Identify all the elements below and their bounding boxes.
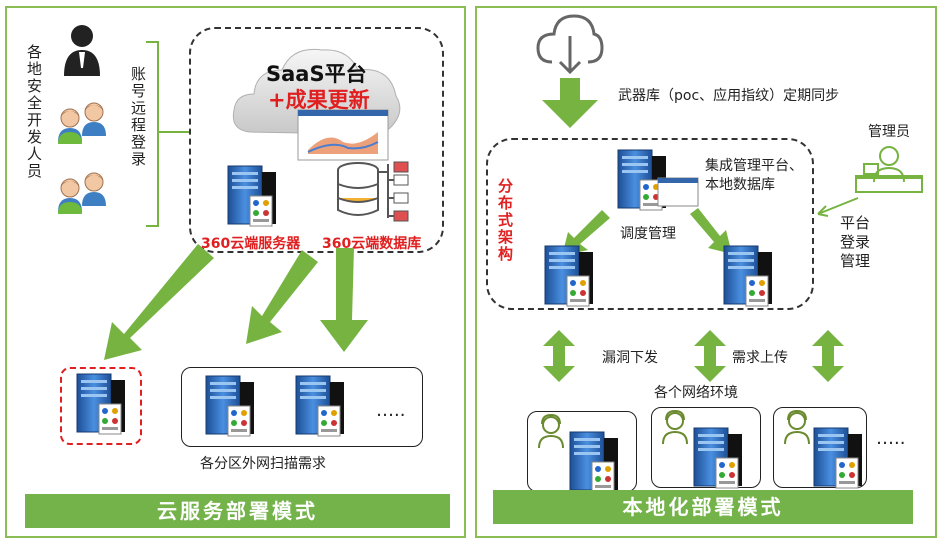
developers-label: 各地安全开发人员 [25,44,43,180]
bidirectional-arrow [694,330,726,382]
deploy-arrows [104,244,368,360]
server-icon [693,427,743,489]
bracket [146,41,190,227]
platform-login-label: 平台登录管理 [840,214,871,270]
cloud-deployment-panel [5,6,466,538]
developers-pair-icon [57,102,107,144]
bidirectional-arrow [812,330,844,382]
cloud-server-icon [227,165,277,227]
operator-icon [784,409,810,445]
local-database-label: 本地数据库 [705,177,775,193]
database-icon [337,161,409,222]
node-server-icon [544,245,594,307]
network-env-label: 各个网络环境 [654,385,738,401]
cloud-download-icon [536,14,604,75]
cloud-server-label: 360云端服务器 [201,236,301,252]
node-server-icon [723,245,773,307]
remote-login-label: 账号远程登录 [129,66,147,168]
distributed-label: 分布式架构 [496,178,514,263]
server-icon [76,373,126,435]
local-deployment-footer: 本地化部署模式 [493,490,913,524]
saas-subtitle: +成果更新 [268,88,370,112]
server-icon [295,375,345,437]
developers-pair-icon [57,172,107,214]
single-server-box [60,367,142,445]
integrated-platform-label: 集成管理平台、 [705,158,803,174]
sync-label: 武器库（poc、应用指纹）定期同步 [618,88,840,104]
developer-icon [64,25,100,76]
server-icon [205,375,255,437]
more-servers-ellipsis: ….. [376,400,406,421]
demand-upload-label: 需求上传 [732,350,788,366]
more-networks-ellipsis: ….. [876,428,906,449]
operator-icon [538,413,564,449]
admin-label: 管理员 [868,124,910,140]
platform-screenshot-icon [297,109,389,161]
cloud-deployment-footer: 云服务部署模式 [25,494,450,528]
local-deployment-panel [475,6,937,538]
schedule-label: 调度管理 [620,226,676,242]
server-icon [569,431,619,493]
vuln-dispatch-label: 漏洞下发 [602,350,658,366]
bidirectional-arrow [543,330,575,382]
admin-icon [855,146,923,193]
saas-cloud-container [189,27,444,253]
admin-login-arrow [817,197,859,217]
operator-icon [662,409,688,445]
distributed-container [486,138,814,310]
scan-demand-label: 各分区外网扫描需求 [200,456,326,472]
server-icon [813,427,863,489]
management-server-icon [617,149,699,211]
sync-arrow [542,78,598,128]
saas-title: SaaS平台 [266,62,367,86]
schedule-arrows [562,208,732,256]
